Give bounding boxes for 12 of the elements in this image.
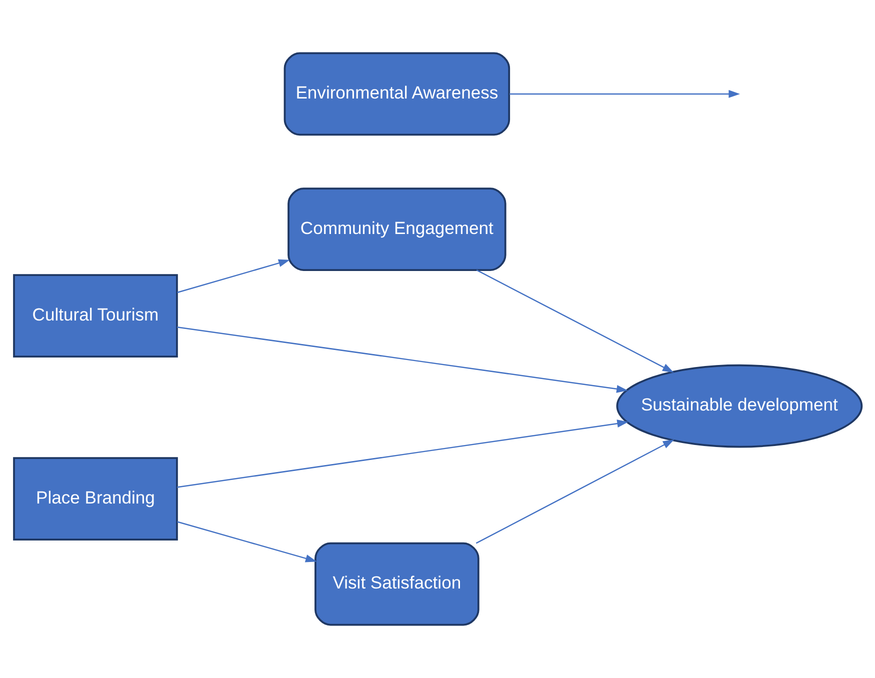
node-box: Community Engagement	[287, 188, 506, 271]
arrow	[476, 270, 674, 373]
arrow	[176, 259, 290, 294]
node-box: Visit Satisfaction	[314, 542, 479, 626]
arrow	[509, 90, 740, 98]
arrow	[176, 326, 628, 393]
node-box: Environmental Awareness	[283, 52, 510, 136]
arrow	[176, 521, 316, 562]
arrow	[475, 440, 674, 544]
node-box: Cultural Tourism	[12, 274, 178, 358]
arrow	[176, 420, 628, 488]
node-box: Place Branding	[12, 457, 178, 540]
